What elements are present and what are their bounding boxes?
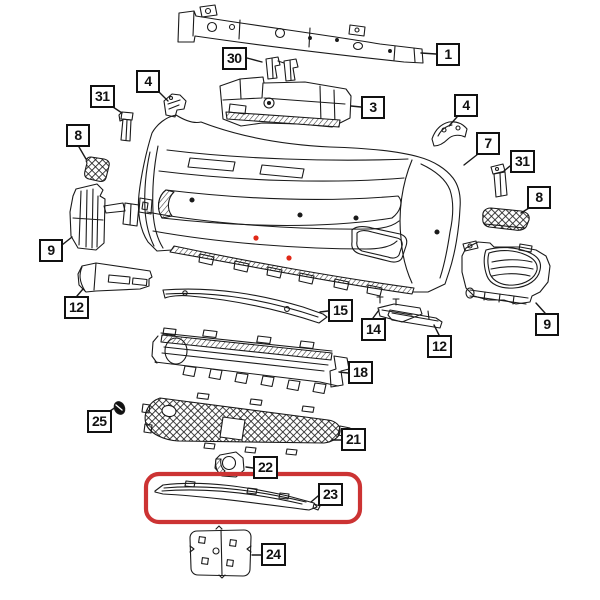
- part-vent-grille-right: [482, 207, 530, 231]
- part-front-bumper-fascia: [137, 114, 461, 297]
- callout-21[interactable]: 21: [341, 428, 366, 451]
- callout-8-left[interactable]: 8: [66, 124, 90, 147]
- part-fog-lamp-support-left: [69, 183, 140, 251]
- part-lower-grille-support: [151, 327, 350, 395]
- part-vent-grille-left: [84, 156, 110, 182]
- part-tow-hook-bezel: [214, 451, 245, 478]
- callout-1[interactable]: 1: [436, 43, 460, 66]
- part-side-bracket-right: [431, 121, 468, 147]
- callout-7[interactable]: 7: [476, 132, 500, 155]
- part-energy-absorber: [219, 76, 352, 128]
- callout-12-right[interactable]: 12: [427, 335, 452, 358]
- callout-25[interactable]: 25: [87, 410, 112, 433]
- callout-9-left[interactable]: 9: [39, 239, 63, 262]
- callout-15[interactable]: 15: [328, 299, 353, 322]
- callout-31-right[interactable]: 31: [510, 150, 535, 173]
- part-valance-trim-right: [387, 309, 443, 329]
- part-retainer-clip: [113, 401, 126, 415]
- part-lower-applique-molding: [154, 480, 321, 511]
- callout-9-right[interactable]: 9: [535, 313, 559, 336]
- part-fog-lamp-housing-right: [461, 240, 551, 305]
- callout-24[interactable]: 24: [261, 543, 286, 566]
- part-air-deflector-strip: [162, 288, 328, 324]
- callout-3[interactable]: 3: [361, 96, 385, 119]
- callout-31-left[interactable]: 31: [90, 85, 115, 108]
- part-lower-mesh-grille: [141, 392, 351, 456]
- callout-4-right[interactable]: 4: [454, 94, 478, 117]
- callout-30[interactable]: 30: [222, 47, 247, 70]
- callout-23-highlighted[interactable]: 23: [318, 483, 343, 506]
- red-marker-dot-2: [286, 255, 292, 261]
- part-bumper-reinforcement-bar: [177, 4, 424, 64]
- callout-12-left[interactable]: 12: [64, 296, 89, 319]
- part-license-plate-bracket: [189, 525, 252, 579]
- callout-8-right[interactable]: 8: [527, 186, 551, 209]
- red-marker-dot-1: [253, 235, 259, 241]
- part-mounting-bracket-upper: [265, 56, 299, 82]
- part-valance-trim-left: [77, 262, 153, 293]
- part-side-bracket-left: [163, 93, 187, 118]
- leader-lines: [61, 52, 546, 556]
- callout-4-left[interactable]: 4: [136, 70, 160, 93]
- callout-22[interactable]: 22: [253, 456, 278, 479]
- callout-18[interactable]: 18: [348, 361, 373, 384]
- part-support-bracket-right: [490, 163, 508, 198]
- part-small-bracket: [376, 296, 423, 323]
- part-support-bracket-left: [118, 111, 134, 142]
- callout-14[interactable]: 14: [361, 318, 386, 341]
